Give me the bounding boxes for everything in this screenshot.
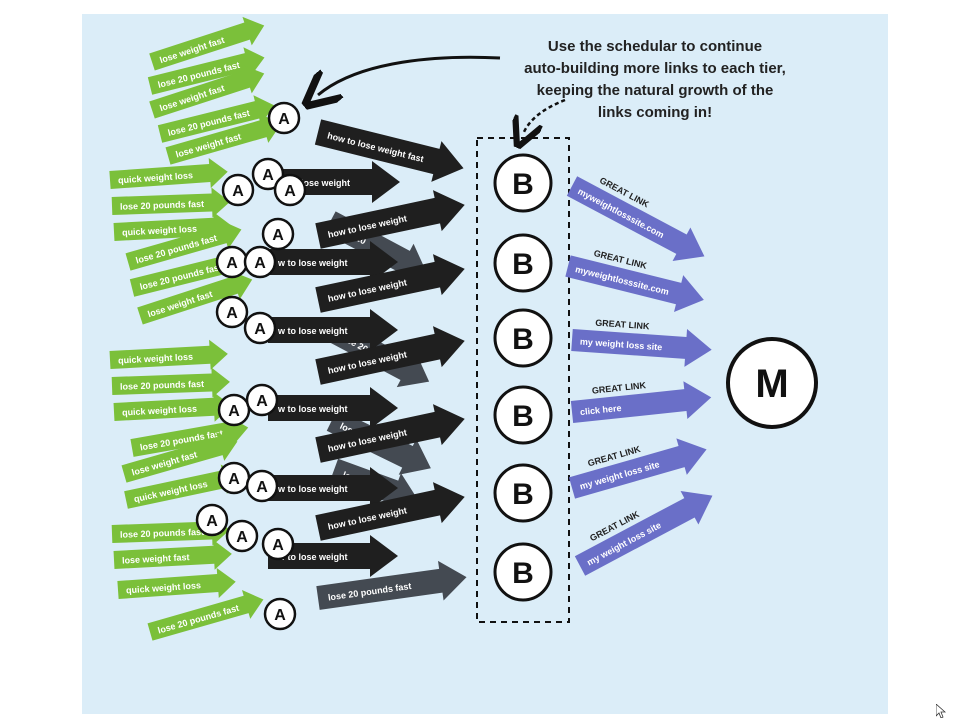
keyword-tag-arrow: quick weight loss xyxy=(117,568,236,599)
tier-a-node: A xyxy=(195,503,229,537)
svg-text:A: A xyxy=(228,471,240,488)
note-curved-arrow-down xyxy=(523,98,566,134)
note-line: Use the schedular to continue xyxy=(547,38,763,55)
tier-b-node: B xyxy=(493,308,553,368)
tier-a-node: A xyxy=(261,217,295,251)
keyword-tag-label: quick weight loss xyxy=(122,224,197,238)
keyword-tag-arrow: lose 20 pounds fast xyxy=(111,187,230,218)
tier-b-arrow-header: GREAT LINK xyxy=(595,318,650,332)
svg-text:A: A xyxy=(274,607,286,624)
keyword-tag-label: lose 20 pounds fast xyxy=(120,527,204,540)
svg-text:A: A xyxy=(226,255,238,272)
money-site-node: M xyxy=(726,337,818,429)
tier-a-arrow-label: to lose weight xyxy=(290,178,350,188)
svg-text:A: A xyxy=(228,403,240,420)
tier-a-arrow: w to lose weight xyxy=(268,467,398,509)
tier-a-arrow: to lose weight xyxy=(280,161,400,203)
note-curved-arrow-left xyxy=(318,55,501,95)
keyword-tag-arrow: lose weight fast xyxy=(113,539,232,570)
svg-text:A: A xyxy=(262,167,274,184)
tier-b-arrow-header: GREAT LINK xyxy=(591,380,647,396)
svg-text:B: B xyxy=(512,478,534,511)
tier-a-node: A xyxy=(243,311,277,345)
note-line: links coming in! xyxy=(597,104,713,121)
tier-b-node: B xyxy=(493,385,553,445)
svg-text:A: A xyxy=(206,513,218,530)
keyword-tag-arrow: quick weight loss xyxy=(109,339,228,370)
svg-text:A: A xyxy=(272,227,284,244)
tier-b-node: B xyxy=(493,463,553,523)
svg-text:B: B xyxy=(512,557,534,590)
keyword-tag-label: quick weight loss xyxy=(122,404,197,418)
svg-text:A: A xyxy=(254,255,266,272)
svg-text:A: A xyxy=(256,479,268,496)
keyword-tag-arrow: lose 20 pounds fast xyxy=(111,367,230,398)
keyword-tag-label: quick weight loss xyxy=(118,352,193,366)
tier-b-arrow: GREAT LINK click here xyxy=(570,380,712,423)
tier-a-node: A xyxy=(225,519,259,553)
svg-text:A: A xyxy=(232,183,244,200)
tier-a-arrow: w to lose weight xyxy=(268,535,398,577)
svg-text:B: B xyxy=(512,168,534,201)
tier-a-arrow-label: w to lose weight xyxy=(277,404,348,414)
tier-a-node: A xyxy=(215,295,249,329)
svg-text:A: A xyxy=(254,321,266,338)
mouse-cursor-icon xyxy=(936,704,946,718)
tier-a-arrow: w to lose weight xyxy=(268,241,398,283)
tier-b-node: B xyxy=(493,542,553,602)
tier-a-node: A xyxy=(251,157,285,191)
note-line: auto-building more links to each tier, xyxy=(524,60,786,77)
keyword-tag-arrow: quick weight loss xyxy=(113,391,232,422)
keyword-tag-label: lose 20 pounds fast xyxy=(120,379,204,392)
tier-a-arrow-label: w to lose weight xyxy=(277,258,348,268)
svg-text:A: A xyxy=(226,305,238,322)
tier-a-arrow-label: w to lose weight xyxy=(277,326,348,336)
tier-a-node: A xyxy=(273,173,307,207)
tier-b-arrow-label: click here xyxy=(580,403,622,417)
tier-b-node: B xyxy=(493,153,553,213)
svg-text:B: B xyxy=(512,323,534,356)
tier-a-node: A xyxy=(221,173,255,207)
tier-a-node: A xyxy=(245,469,279,503)
svg-text:B: B xyxy=(512,248,534,281)
svg-text:A: A xyxy=(256,393,268,410)
svg-text:M: M xyxy=(755,362,788,406)
tier-b-node: B xyxy=(493,233,553,293)
tier-a-arrow-label: w to lose weight xyxy=(277,484,348,494)
tier-a-node: A xyxy=(215,245,249,279)
tier-a-node: A xyxy=(245,383,279,417)
tier-a-node: A xyxy=(243,245,277,279)
tier-b-arrow-label: my weight loss site xyxy=(585,520,663,568)
tier-a-node: A xyxy=(263,597,297,631)
tier-a-node: A xyxy=(217,393,251,427)
tier-a-arrow: w to lose weight xyxy=(268,309,398,351)
svg-text:A: A xyxy=(284,183,296,200)
tier-a-arrow-label: w to lose weight xyxy=(277,552,348,562)
svg-text:A: A xyxy=(236,529,248,546)
keyword-tag-label: lose 20 pounds fast xyxy=(120,199,204,212)
svg-text:A: A xyxy=(278,111,290,128)
tier-a-node: A xyxy=(261,527,295,561)
keyword-tag-label: lose weight fast xyxy=(122,552,190,566)
note-line: keeping the natural growth of the xyxy=(536,82,774,99)
svg-text:A: A xyxy=(272,537,284,554)
keyword-tag-arrow: quick weight loss xyxy=(109,158,228,189)
tier-a-node: A xyxy=(267,101,301,135)
tier-a-node: A xyxy=(217,461,251,495)
scheduler-note: Use the schedular to continue auto-build… xyxy=(505,36,805,124)
tier-a-arrow-grey: lose 20 pounds fast xyxy=(316,560,467,610)
tier-a-arrow: w to lose weight xyxy=(268,387,398,429)
svg-text:B: B xyxy=(512,400,534,433)
